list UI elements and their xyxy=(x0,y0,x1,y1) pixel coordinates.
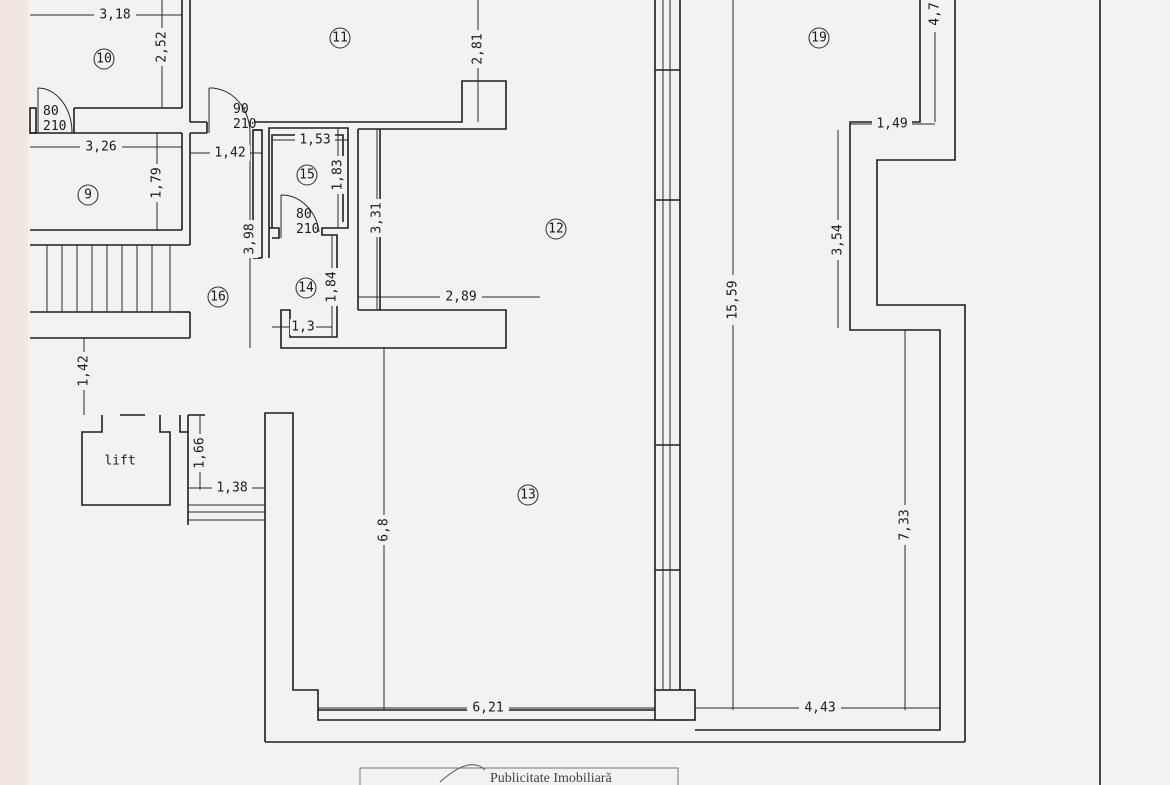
paper-edge xyxy=(0,0,28,785)
dim-1-84: 1,84 xyxy=(325,271,340,302)
dim-6-8: 6,8 xyxy=(377,518,392,541)
dim-3-31: 3,31 xyxy=(370,202,385,233)
dim-1-49: 1,49 xyxy=(876,117,907,132)
dim-6-21: 6,21 xyxy=(472,701,503,716)
dim-2-81: 2,81 xyxy=(471,33,486,64)
room-10-marker: 10 xyxy=(93,48,115,70)
dim-2-89: 2,89 xyxy=(445,290,476,305)
walls-room-19 xyxy=(695,0,1101,785)
dim-3-98: 3,98 xyxy=(243,223,258,254)
stamp-text: Publicitate Imobiliară xyxy=(490,771,612,785)
door-room-10: 80 210 xyxy=(37,87,73,134)
svg-text:12: 12 xyxy=(548,222,564,237)
door-width: 90 xyxy=(233,102,249,117)
svg-text:14: 14 xyxy=(298,281,314,296)
dim-3-18: 3,18 xyxy=(99,8,130,23)
room-16-marker: 16 xyxy=(207,286,229,308)
walls-room-13 xyxy=(264,412,965,743)
dim-1-3: 1,3 xyxy=(291,320,314,335)
dim-1-83: 1,83 xyxy=(331,159,346,190)
dim-4-7: 4,7 xyxy=(928,2,943,25)
door-height: 210 xyxy=(43,119,66,134)
room-13-marker: 13 xyxy=(517,484,539,506)
dim-3-54: 3,54 xyxy=(831,224,846,255)
svg-text:16: 16 xyxy=(210,290,226,305)
svg-text:19: 19 xyxy=(811,31,827,46)
dim-4-43: 4,43 xyxy=(804,701,835,716)
door-room-14: 80 210 xyxy=(280,194,320,238)
dim-15-59: 15,59 xyxy=(726,280,741,319)
signature xyxy=(439,764,486,783)
dim-3-26: 3,26 xyxy=(85,140,116,155)
dim-1-79: 1,79 xyxy=(150,167,165,198)
dim-1-53: 1,53 xyxy=(299,133,330,148)
dim-1-42-horizontal: 1,42 xyxy=(214,146,245,161)
dim-7-33: 7,33 xyxy=(898,509,913,540)
door-room-11: 90 210 xyxy=(208,87,256,134)
room-9-marker: 9 xyxy=(77,184,99,206)
room-14-marker: 14 xyxy=(295,277,317,299)
door-width: 80 xyxy=(296,207,312,222)
dim-1-38: 1,38 xyxy=(216,481,247,496)
dim-1-66: 1,66 xyxy=(193,437,208,468)
svg-text:15: 15 xyxy=(299,168,315,183)
glass-partition xyxy=(654,0,681,690)
door-height: 210 xyxy=(233,117,256,132)
staircase xyxy=(30,245,191,339)
svg-text:13: 13 xyxy=(520,488,536,503)
door-width: 80 xyxy=(43,104,59,119)
room-19-marker: 19 xyxy=(808,27,830,49)
room-15-marker: 15 xyxy=(296,164,318,186)
room-numbers: 10 11 9 15 14 16 12 13 19 xyxy=(77,27,830,506)
lift-label: lift xyxy=(104,454,135,469)
svg-text:10: 10 xyxy=(96,52,112,67)
room-12-marker: 12 xyxy=(545,218,567,240)
svg-text:9: 9 xyxy=(84,188,92,203)
room-11-marker: 11 xyxy=(329,27,351,49)
walls-left-block xyxy=(29,0,208,246)
dim-2-52: 2,52 xyxy=(155,31,170,62)
svg-text:11: 11 xyxy=(332,31,348,46)
dimension-labels: 3,18 2,52 3,26 1,79 1,42 1,42 1,53 1,83 … xyxy=(76,0,943,716)
cadastre-stamp: Publicitate Imobiliară xyxy=(359,764,679,785)
dim-1-42-vertical: 1,42 xyxy=(77,355,92,386)
lift-shaft: lift xyxy=(81,414,265,525)
door-height: 210 xyxy=(296,222,319,237)
